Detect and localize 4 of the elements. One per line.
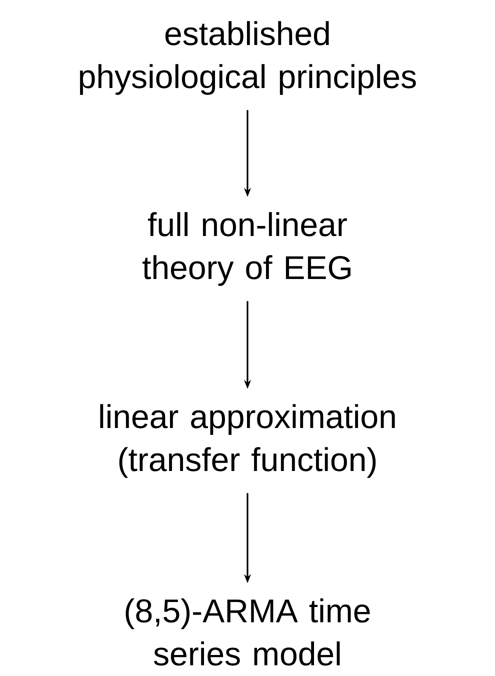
- text-label: (8,5)-ARMA time series model: [126, 598, 370, 666]
- text-label: established physiological principles: [80, 21, 416, 95]
- text-label: full non-linear theory of EEG: [142, 212, 350, 286]
- text-label: linear approximation (transfer function): [100, 404, 395, 478]
